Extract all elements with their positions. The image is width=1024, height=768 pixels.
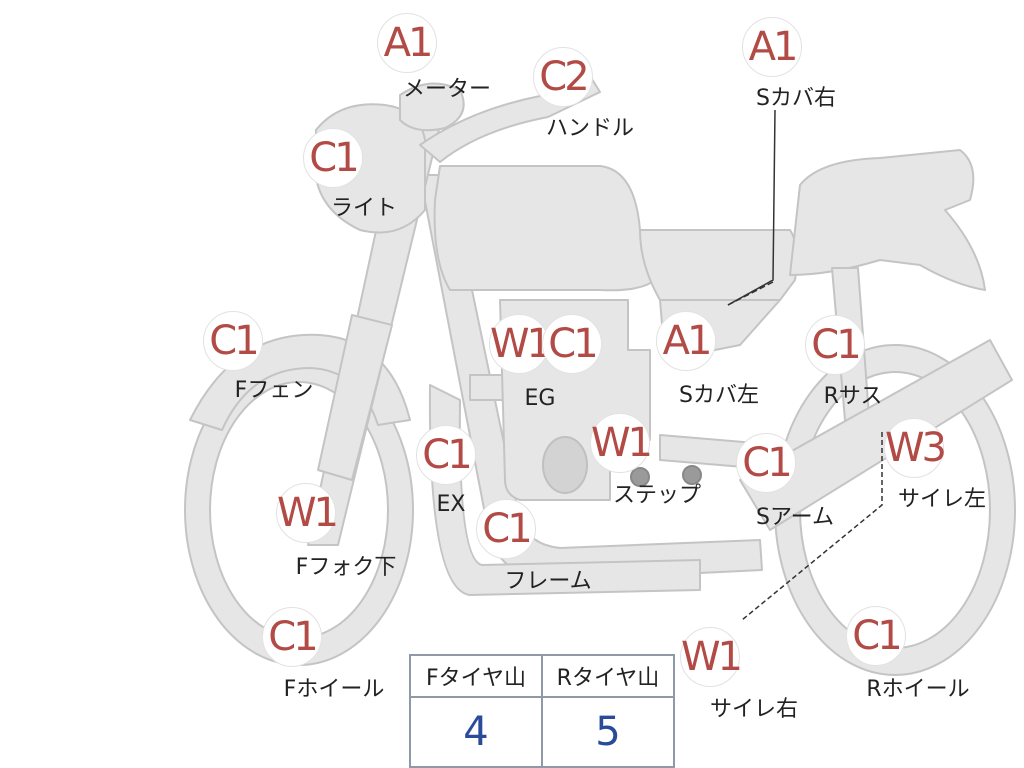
tire-table-value-row: 4 5	[409, 696, 675, 768]
engine-c-grade-tag: C1	[542, 314, 602, 374]
front-tire-header: Fタイヤ山	[409, 654, 543, 698]
front-tire-value: 4	[409, 696, 543, 768]
engine-w-grade-tag: W1	[489, 314, 552, 374]
leader-line-scover-right	[727, 109, 776, 306]
frame-grade-tag: C1	[476, 499, 536, 559]
meter-body	[399, 82, 465, 132]
footpeg-left	[630, 467, 650, 487]
f-fork-lower-grade-tag: W1	[276, 483, 339, 543]
f-wheel-label: Fホイール	[283, 677, 385, 702]
r-wheel-label: Rホイール	[866, 677, 970, 702]
light-grade-tag: C1	[303, 128, 363, 188]
scover-left-grade-tag: A1	[656, 311, 716, 371]
seat	[789, 149, 986, 291]
leader-line-muffler-left	[741, 432, 883, 621]
scover-right-grade-tag: A1	[742, 17, 802, 77]
fuel-tank	[433, 165, 656, 292]
scover-left-label: Sカバ左	[679, 383, 759, 408]
swing-arm-label: Sアーム	[756, 505, 834, 530]
exhaust-label: EX	[436, 492, 466, 517]
handle-grade-tag: C2	[533, 47, 593, 107]
f-fork-lower-label: Fフォク下	[295, 555, 397, 580]
frame-lower-loop	[428, 384, 701, 596]
footpeg-right	[682, 465, 702, 485]
muffler-left-label: サイレ左	[897, 487, 987, 512]
motorcycle-silhouette	[184, 75, 1016, 676]
step-grade-tag: W1	[590, 413, 653, 473]
swing-arm-grade-tag: C1	[736, 433, 796, 493]
f-wheel-grade-tag: C1	[262, 607, 322, 667]
scover-right-label: Sカバ右	[756, 86, 836, 111]
r-suspension-grade-tag: C1	[805, 315, 865, 375]
f-fender-label: Fフェン	[234, 378, 314, 403]
muffler	[739, 339, 1013, 531]
f-fender-grade-tag: C1	[203, 311, 263, 371]
light-label: ライト	[330, 196, 398, 221]
tire-table-header-row: Fタイヤ山 Rタイヤ山	[409, 654, 675, 698]
meter-grade-tag: A1	[377, 13, 437, 73]
exhaust-grade-tag: C1	[416, 425, 476, 485]
tire-tread-table: Fタイヤ山 Rタイヤ山 4 5	[409, 654, 675, 768]
handle-label: ハンドル	[545, 116, 635, 141]
muffler-left-grade-tag: W3	[884, 418, 947, 478]
engine-label: EG	[524, 386, 556, 411]
meter-label: メーター	[402, 77, 492, 102]
r-suspension-label: Rサス	[823, 384, 883, 409]
muffler-right-grade-tag: W1	[680, 627, 743, 687]
muffler-right-label: サイレ右	[709, 697, 799, 722]
fork-cover	[317, 314, 393, 481]
rear-tire-value: 5	[541, 696, 675, 768]
r-wheel-grade-tag: C1	[846, 606, 906, 666]
frame-label: フレーム	[504, 569, 592, 594]
rear-tire-header: Rタイヤ山	[541, 654, 675, 698]
engine-cover	[542, 436, 588, 494]
step-label: ステップ	[612, 483, 702, 508]
